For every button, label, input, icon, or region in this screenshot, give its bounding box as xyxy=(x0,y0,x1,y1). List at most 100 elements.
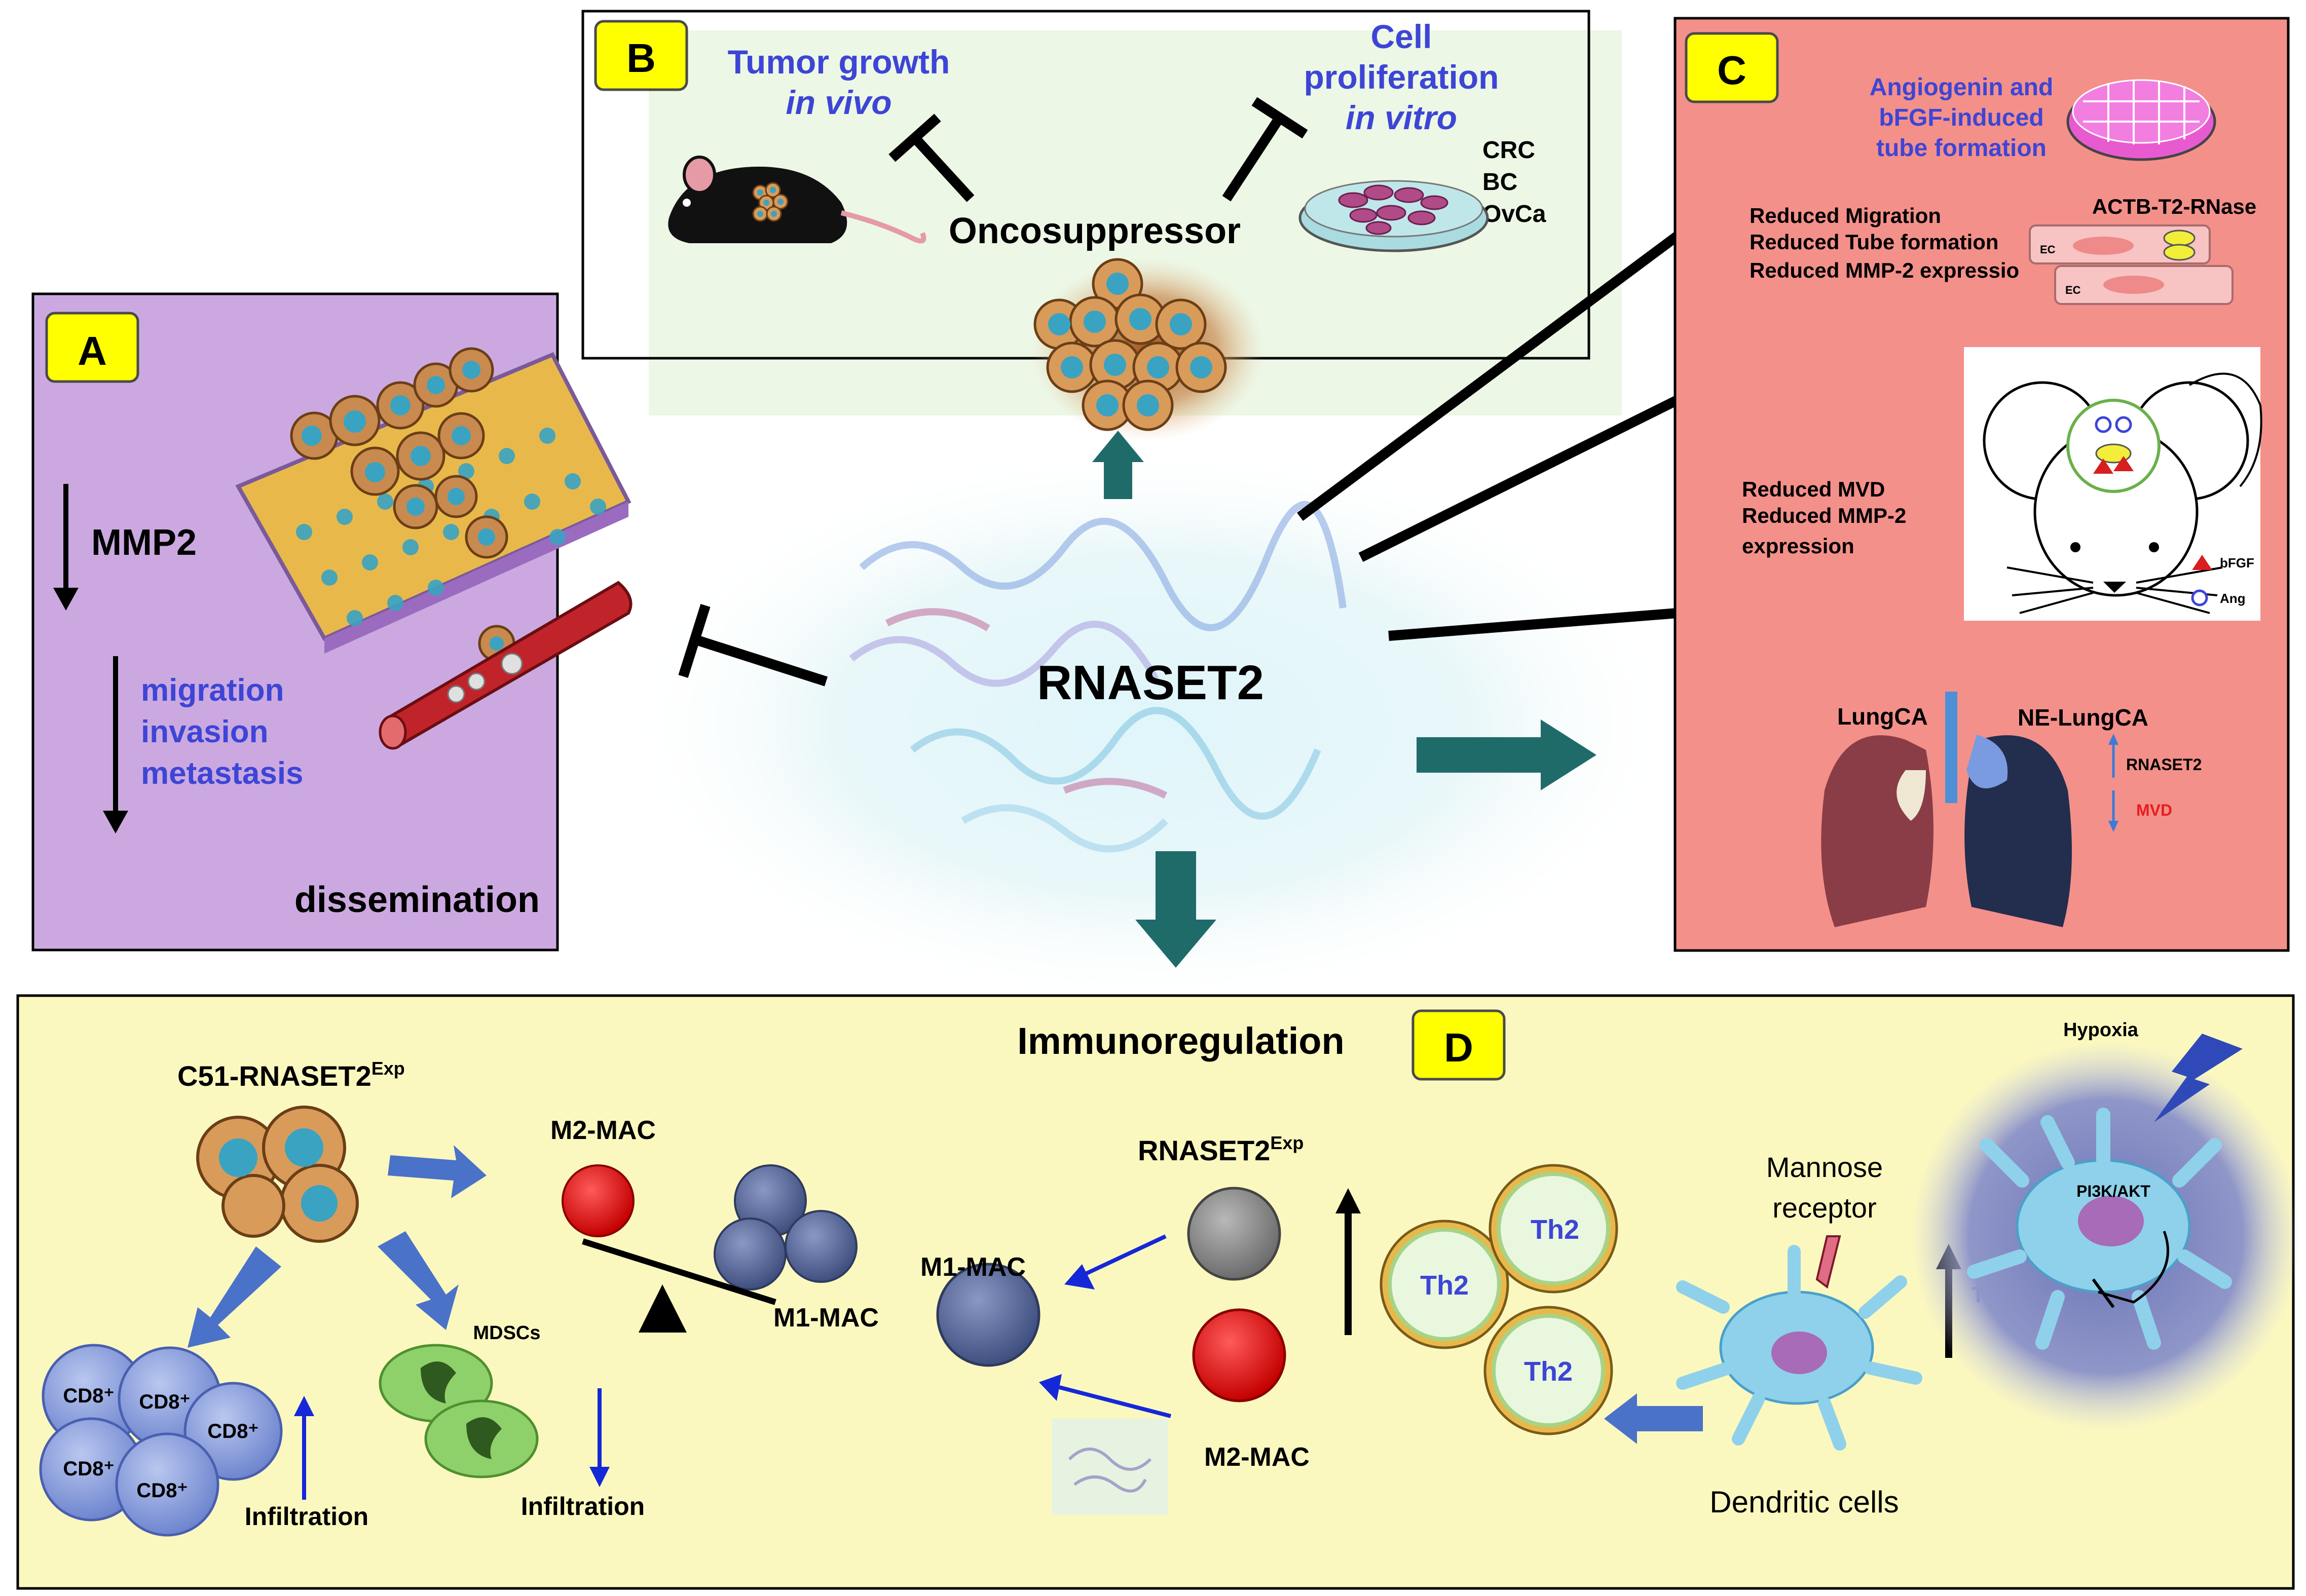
reduced-2-line-3: expression xyxy=(1742,534,1854,558)
cancer-crc: CRC xyxy=(1482,137,1535,164)
panel-d-title: Immunoregulation xyxy=(1017,1020,1344,1062)
legend-ang: Ang xyxy=(2220,591,2246,606)
panel-a: A xyxy=(31,292,633,952)
infiltration-2-label: Infiltration xyxy=(521,1492,645,1521)
panel-d-badge xyxy=(1411,1009,1506,1081)
inhibit-tumor-growth xyxy=(911,134,975,202)
in-vivo-label: in vivo xyxy=(786,84,891,121)
ec-label-2: EC xyxy=(2065,284,2081,296)
cd8-label-3: CD8⁺ xyxy=(207,1420,258,1442)
lung-right-label: NE-LungCA xyxy=(2018,704,2148,731)
mouse-model-figure: bFGF Ang xyxy=(1964,347,2262,621)
tumor-growth-label: Tumor growth xyxy=(728,43,950,81)
center-glow xyxy=(618,441,1683,1008)
lung-illustration: LungCA NE-LungCA RNASET2 MVD xyxy=(1821,692,2202,927)
arrow-to-tumor xyxy=(1092,431,1144,499)
inhibit-tumor-growth-bar xyxy=(888,113,941,162)
actb-label: ACTB-T2-RNase xyxy=(2092,195,2256,218)
migration-down-arrow-head xyxy=(103,811,128,833)
infiltration-1-label: Infiltration xyxy=(245,1502,368,1531)
cancer-ovca: OvCa xyxy=(1482,201,1546,227)
balance-beam xyxy=(582,1238,776,1305)
dendritic-cells-label: Dendritic cells xyxy=(1709,1485,1899,1519)
th2-label-2: Th2 xyxy=(1531,1214,1579,1245)
mouse-illustration xyxy=(668,156,926,244)
m2-mac-cell-top xyxy=(562,1164,635,1237)
reduced-2-line-2: Reduced MMP-2 xyxy=(1742,504,1906,527)
m1mac-right-label: M1-MAC xyxy=(773,1303,879,1333)
panel-b-badge xyxy=(594,20,688,91)
cell-prolif-label-2: proliferation xyxy=(1304,58,1499,96)
reduced-1-line-3: Reduced MMP-2 expressio xyxy=(1750,258,2019,282)
rnaset2-small-label: RNASET2 xyxy=(2126,755,2202,774)
lightning-icon xyxy=(2154,1034,2243,1122)
tissue-illustration xyxy=(235,347,633,750)
balance-fulcrum xyxy=(639,1284,687,1333)
hypoxia-label: Hypoxia xyxy=(2063,1019,2139,1041)
panel-d: D Immunoregulation C51-RNASET2Exp M2-MAC… xyxy=(16,994,2301,1590)
m1mac-left-label: M1-MAC xyxy=(920,1252,1026,1282)
arrow-c51-to-mdsc xyxy=(378,1231,459,1330)
protein-thumbnail xyxy=(1052,1419,1168,1515)
tumor-cluster xyxy=(1031,258,1264,441)
cell-prolif-label-1: Cell xyxy=(1370,18,1432,55)
angio-line-3: tube formation xyxy=(1876,135,2047,162)
center-label: RNASET2 xyxy=(1037,656,1264,710)
reduced-2-line-1: Reduced MVD xyxy=(1742,477,1885,501)
panel-d-badge-label: D xyxy=(1444,1025,1473,1070)
m2mac-bottom-label: M2-MAC xyxy=(1204,1442,1310,1472)
effect-invasion: invasion xyxy=(141,714,269,749)
tube-formation-dish xyxy=(2066,79,2216,161)
dissemination-label: dissemination xyxy=(294,880,540,920)
arrow-c51-to-mac xyxy=(388,1145,487,1198)
cd8-label-5: CD8⁺ xyxy=(136,1479,188,1502)
angio-line-2: bFGF-induced xyxy=(1879,104,2043,131)
mmp2-down-arrow-head xyxy=(53,588,79,611)
panel-d-box xyxy=(16,994,2295,1590)
panel-c: C Angiogenin and bFGF-induced tube forma… xyxy=(1673,17,2290,952)
inhibit-cell-prolif xyxy=(1222,115,1284,202)
mannose-label-2: receptor xyxy=(1772,1192,1876,1224)
inhibit-cell-prolif-bar xyxy=(1251,97,1308,139)
panel-b: B Tumor growth in vivo Cell proliferatio… xyxy=(581,10,1590,360)
protein-structure xyxy=(849,501,1347,853)
lung-left-label: LungCA xyxy=(1837,703,1928,730)
panel-b-badge-label: B xyxy=(626,35,656,81)
petri-dish-illustration xyxy=(1298,180,1489,252)
panel-a-badge-label: A xyxy=(78,328,107,373)
pi3k-label: PI3K/AKT xyxy=(2076,1182,2150,1200)
in-vitro-label: in vitro xyxy=(1346,99,1457,136)
cd8-label-1: CD8⁺ xyxy=(63,1385,114,1407)
angio-line-1: Angiogenin and xyxy=(1870,74,2054,101)
arrow-dc-to-th2 xyxy=(1604,1393,1703,1444)
cd8-label-2: CD8⁺ xyxy=(139,1391,190,1413)
panel-a-badge xyxy=(45,312,139,383)
c51-cell-cluster xyxy=(196,1106,359,1243)
rnaset2exp-mac-cell xyxy=(1187,1187,1281,1281)
arrow-m2-to-m1 xyxy=(1058,1385,1172,1418)
panel-c-badge-label: C xyxy=(1717,48,1746,93)
th2-label-1: Th2 xyxy=(1420,1270,1469,1301)
mmp2-label: MMP2 xyxy=(91,522,197,563)
mdsc-cells xyxy=(379,1344,539,1478)
cd8-cell-cluster xyxy=(39,1344,283,1537)
m1-mac-cluster xyxy=(714,1164,858,1290)
dendritic-cell xyxy=(1676,1235,1922,1451)
effect-migration: migration xyxy=(141,673,284,708)
mannose-label-1: Mannose xyxy=(1766,1151,1883,1183)
mdscs-label: MDSCs xyxy=(473,1322,540,1344)
arrow-to-immunoregulation xyxy=(1135,851,1216,968)
reduced-1-line-2: Reduced Tube formation xyxy=(1750,230,1999,254)
reduced-1-line-1: Reduced Migration xyxy=(1750,204,1941,227)
c51-label: C51-RNASET2Exp xyxy=(177,1058,405,1092)
cancer-bc: BC xyxy=(1482,169,1517,196)
m1-mac-cell xyxy=(936,1263,1040,1367)
hypoxic-dendritic-cell xyxy=(1967,1108,2232,1350)
th2-label-3: Th2 xyxy=(1524,1356,1573,1387)
rnaset2exp-label: RNASET2Exp xyxy=(1138,1132,1304,1166)
inhibit-panel-a-bar xyxy=(678,604,711,678)
m2mac-top-label: M2-MAC xyxy=(550,1116,656,1145)
arrow-to-lung xyxy=(1417,719,1596,790)
panel-c-badge xyxy=(1685,32,1779,103)
